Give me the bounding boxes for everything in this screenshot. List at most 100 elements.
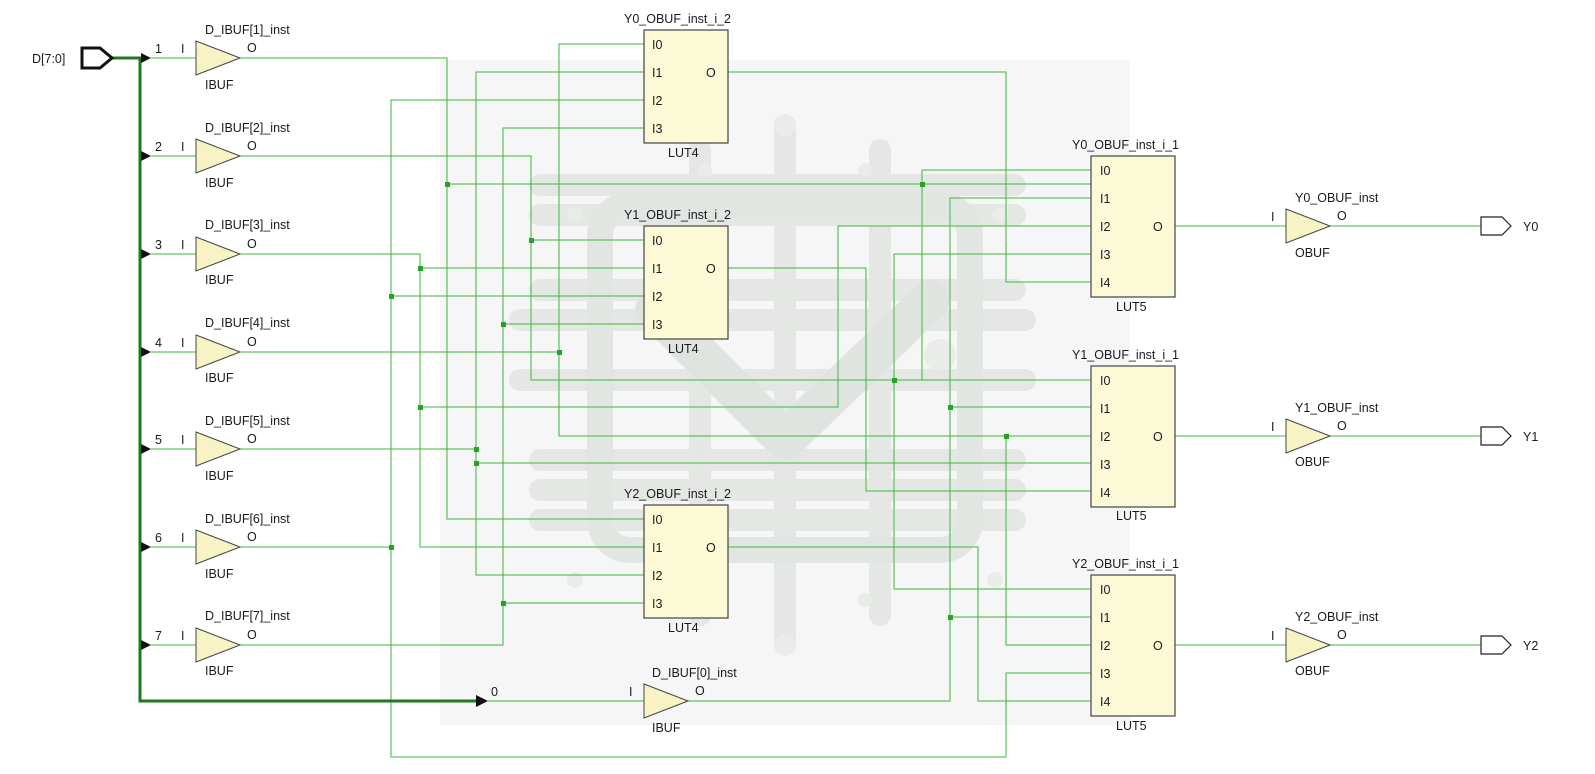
lut-pin-label: I3 [652,318,662,332]
ibuf-cell[interactable]: D_IBUF[7]_inst I O IBUF [151,609,290,678]
bus-bit-label: 6 [155,531,162,545]
obuf-cell[interactable]: Y2_OBUF_inst I O OBUF [1271,610,1379,678]
ibuf-cell[interactable]: D_IBUF[6]_inst I O IBUF [151,512,290,581]
obuf-out-pin: O [1337,419,1347,433]
obuf-type-label: OBUF [1295,455,1330,469]
ibuf-cell[interactable]: D_IBUF[4]_inst I O IBUF [151,316,290,385]
lut-pin-label: I3 [652,122,662,136]
ibuf-out-pin: O [247,41,257,55]
obuf-out-pin: O [1337,209,1347,223]
bus-bit-label: 7 [155,629,162,643]
lut-pin-label: I3 [1100,248,1110,262]
ibuf-type-label: IBUF [205,78,234,92]
ibuf-out-pin: O [247,237,257,251]
lut4-cell[interactable]: Y1_OBUF_inst_i_2 I0 I1 I2 I3 O LUT4 [624,208,731,356]
lut-pin-label: I1 [652,66,662,80]
obuf-cell[interactable]: Y1_OBUF_inst I O OBUF [1271,401,1379,469]
lut-pin-label: I1 [1100,611,1110,625]
ibuf-type-label: IBUF [205,664,234,678]
lut-type-label: LUT4 [668,621,699,635]
lut-pin-label: I0 [652,234,662,248]
lut-pin-label: I2 [652,94,662,108]
ibuf-in-pin: I [181,140,184,154]
ibuf-out-pin: O [247,432,257,446]
nets [240,43,1481,758]
lut-pin-label: I2 [652,290,662,304]
lut-pin-label: I3 [1100,458,1110,472]
input-port-label: D[7:0] [32,52,65,66]
lut-inst-label: Y2_OBUF_inst_i_1 [1072,557,1179,571]
output-port-y1[interactable]: Y1 [1480,426,1538,446]
ibuf-out-pin: O [695,684,705,698]
ibuf-type-label: IBUF [205,371,234,385]
lut-pin-label: I0 [1100,164,1110,178]
lut5-cell[interactable]: Y2_OBUF_inst_i_1 I0 I1 I2 I3 I4 O LUT5 [1072,557,1179,733]
bus-bit-label: 5 [155,433,162,447]
ibuf-in-pin: I [181,433,184,447]
output-port-y0[interactable]: Y0 [1480,216,1538,236]
ibuf-cell[interactable]: D_IBUF[5]_inst I O IBUF [151,414,290,483]
lut-pin-label: I0 [652,38,662,52]
bus-taps: 1 2 3 4 5 6 7 0 [141,42,498,707]
ibuf-type-label: IBUF [205,273,234,287]
obuf-inst-label: Y1_OBUF_inst [1295,401,1379,415]
ibuf-out-pin: O [247,139,257,153]
ibuf0-cell[interactable]: D_IBUF[0]_inst I O IBUF [488,666,737,735]
bus-bit-label: 4 [155,336,162,350]
ibuf-in-pin: I [181,336,184,350]
lut-pin-label: I1 [1100,402,1110,416]
ibuf-inst-label: D_IBUF[0]_inst [652,666,737,680]
obuf-out-pin: O [1337,628,1347,642]
lut-pin-label: I4 [1100,276,1110,290]
lut-inst-label: Y2_OBUF_inst_i_2 [624,487,731,501]
bus-bit-label: 1 [155,42,162,56]
ibuf-inst-label: D_IBUF[7]_inst [205,609,290,623]
lut-pin-label: I4 [1100,695,1110,709]
lut-type-label: LUT4 [668,146,699,160]
ibuf-type-label: IBUF [205,567,234,581]
lut-out-pin: O [706,66,716,80]
lut-type-label: LUT5 [1116,300,1147,314]
ibuf-cell[interactable]: D_IBUF[2]_inst I O IBUF [151,121,290,190]
ibuf-inst-label: D_IBUF[2]_inst [205,121,290,135]
bus-bit-label: 3 [155,238,162,252]
obuf-inst-label: Y2_OBUF_inst [1295,610,1379,624]
chip-logo-icon [440,60,1130,725]
ibuf-type-label: IBUF [205,469,234,483]
ibuf-cell[interactable]: D_IBUF[1]_inst I O IBUF [151,23,290,92]
lut4-cell[interactable]: Y2_OBUF_inst_i_2 I0 I1 I2 I3 O LUT4 [624,487,731,635]
output-port-y2[interactable]: Y2 [1480,635,1538,655]
obuf-type-label: OBUF [1295,664,1330,678]
lut-inst-label: Y0_OBUF_inst_i_1 [1072,138,1179,152]
lut-pin-label: I0 [1100,374,1110,388]
ibuf-in-pin: I [181,42,184,56]
lut-out-pin: O [1153,430,1163,444]
lut-inst-label: Y1_OBUF_inst_i_2 [624,208,731,222]
ibuf-cell[interactable]: D_IBUF[3]_inst I O IBUF [151,218,290,287]
ibuf-in-pin: I [629,685,632,699]
lut-pin-label: I2 [1100,639,1110,653]
lut-type-label: LUT5 [1116,719,1147,733]
ibuf-inst-label: D_IBUF[3]_inst [205,218,290,232]
ibuf-type-label: IBUF [652,721,681,735]
lut-out-pin: O [706,262,716,276]
ibuf-inst-label: D_IBUF[1]_inst [205,23,290,37]
lut-type-label: LUT4 [668,342,699,356]
lut5-cell[interactable]: Y0_OBUF_inst_i_1 I0 I1 I2 I3 I4 O LUT5 [1072,138,1179,314]
lut5-cell[interactable]: Y1_OBUF_inst_i_1 I0 I1 I2 I3 I4 O LUT5 [1072,348,1179,523]
ibuf-out-pin: O [247,335,257,349]
ibuf-out-pin: O [247,628,257,642]
bus-bit-label: 2 [155,140,162,154]
lut-pin-label: I2 [1100,430,1110,444]
net-junctions [389,182,1009,620]
lut-inst-label: Y0_OBUF_inst_i_2 [624,12,731,26]
obuf-cell[interactable]: Y0_OBUF_inst I O OBUF [1271,191,1379,260]
input-port-d[interactable]: D[7:0] [32,46,115,70]
lut-pin-label: I4 [1100,486,1110,500]
lut4-cell[interactable]: Y0_OBUF_inst_i_2 I0 I1 I2 I3 O LUT4 [624,12,731,160]
lut-pin-label: I3 [1100,667,1110,681]
lut-out-pin: O [1153,639,1163,653]
ibuf-type-label: IBUF [205,176,234,190]
lut-pin-label: I3 [652,597,662,611]
lut-pin-label: I1 [652,541,662,555]
